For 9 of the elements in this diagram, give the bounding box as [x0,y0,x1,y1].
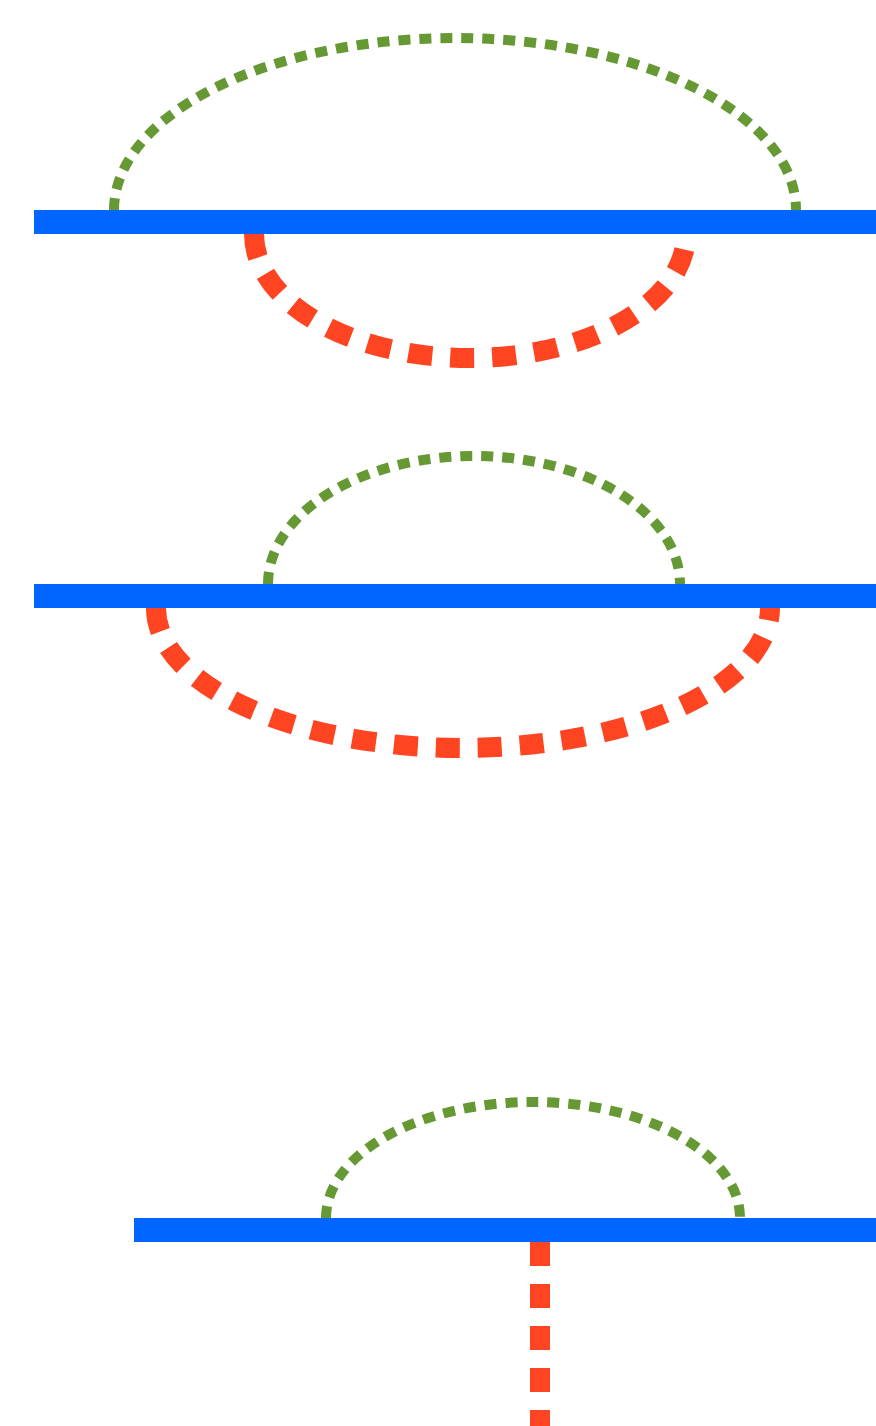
bar [134,1218,876,1242]
dotted-arc [244,232,696,368]
dotted-line [530,1242,550,1426]
dotted-arc [146,606,780,758]
dotted-arc [321,1097,745,1219]
bar [34,584,876,608]
dotted-arc [109,33,801,211]
bar [34,210,876,234]
dotted-arc [263,451,685,585]
